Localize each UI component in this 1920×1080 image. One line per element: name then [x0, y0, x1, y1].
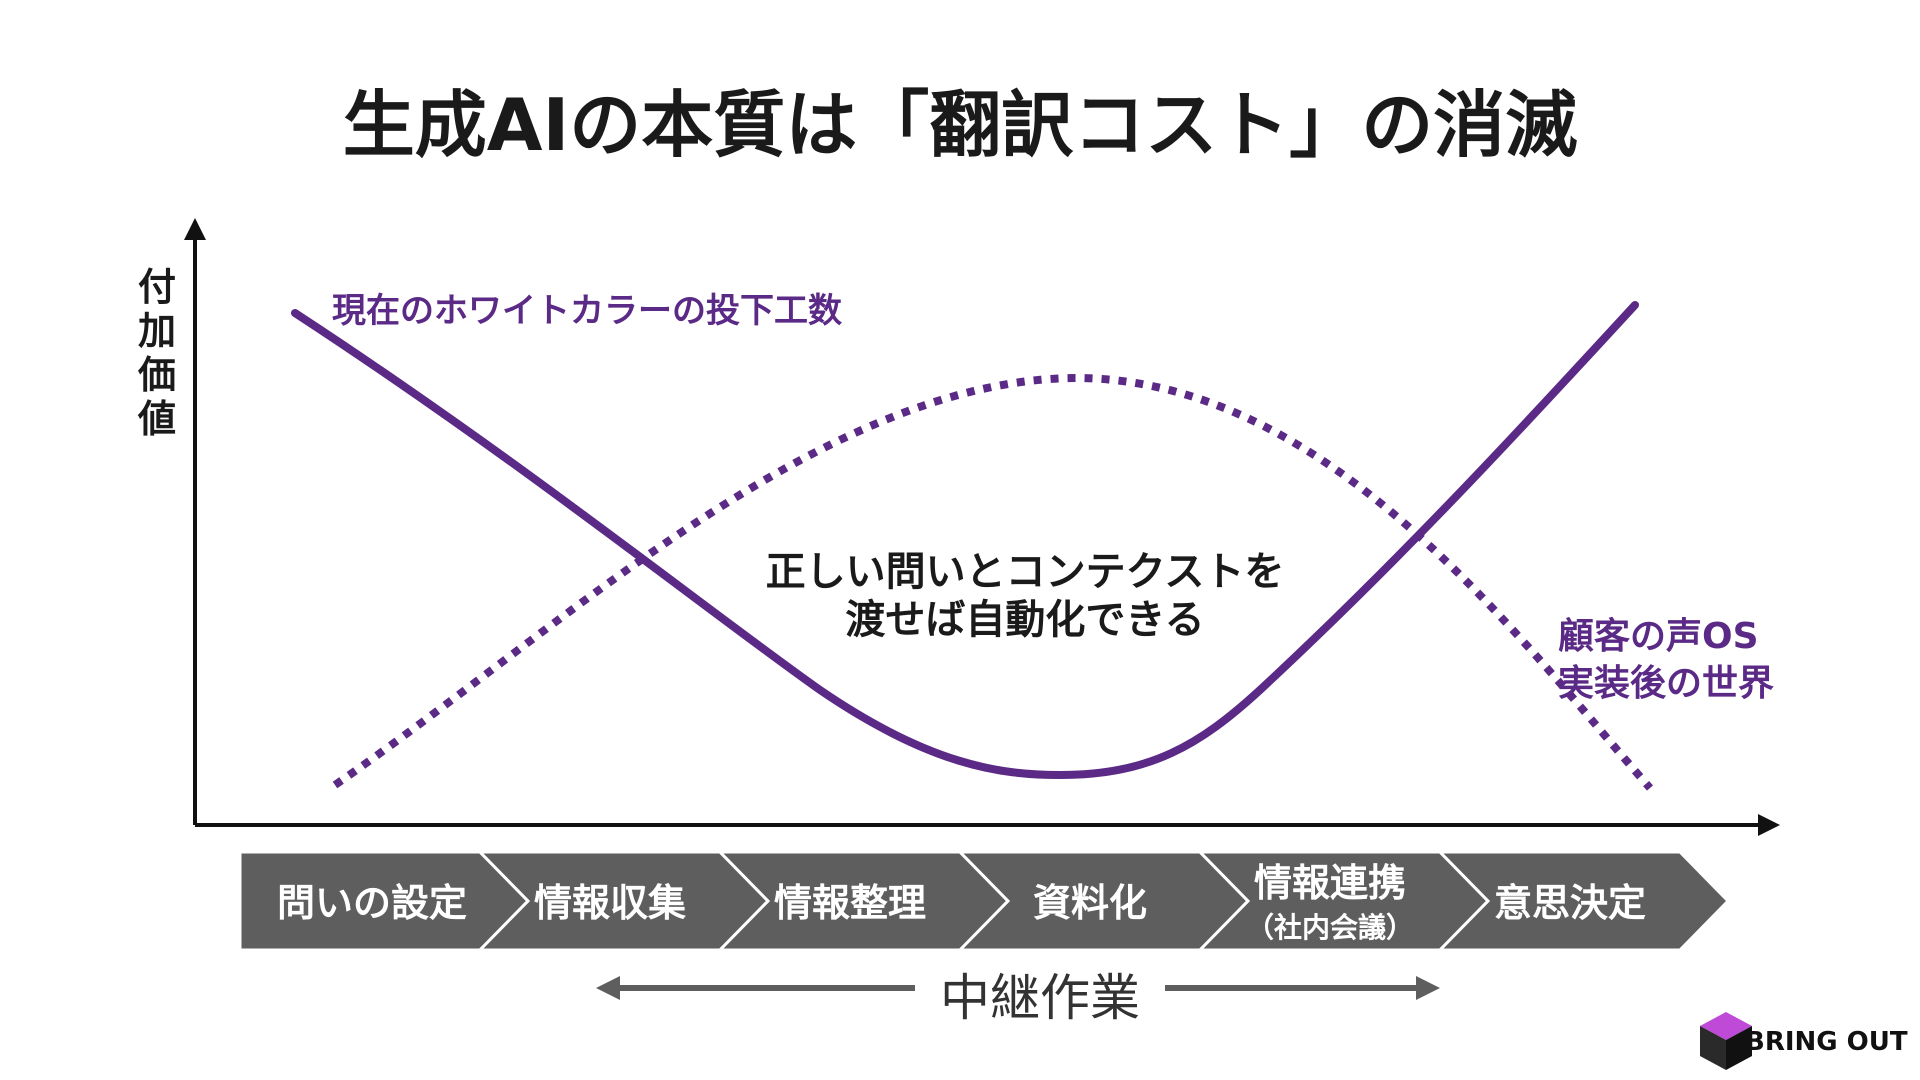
process-step-5-label: 情報連携: [1254, 861, 1406, 905]
y-axis-label-char: 加: [138, 309, 176, 353]
cube-logo-icon: [1700, 1012, 1752, 1070]
process-step-4-label: 資料化: [1033, 881, 1147, 925]
series-solid-curve: [291, 301, 1639, 780]
series-dotted-label-line2: 実装後の世界: [1558, 663, 1774, 704]
y-axis-label-char: 値: [137, 397, 176, 441]
relay-arrow-left-head: [596, 976, 620, 1000]
process-step-3-label: 情報整理: [774, 881, 926, 925]
series-dotted-curve: [332, 373, 1654, 791]
relay-arrow-right-head: [1416, 976, 1440, 1000]
process-steps: 問いの設定 情報収集 情報整理 資料化 情報連携 （社内会議） 意思決定: [238, 850, 1731, 952]
center-annotation-line1: 正しい問いとコンテクストを: [766, 549, 1285, 595]
slide-title: 生成AIの本質は「翻訳コスト」の消滅: [343, 83, 1578, 167]
process-step-6-label: 意思決定: [1494, 881, 1646, 925]
process-step-1-label: 問いの設定: [277, 881, 467, 925]
series-dotted-label-line1: 顧客の声OS: [1558, 616, 1759, 657]
y-axis-label-char: 価: [137, 353, 176, 397]
process-step-2-label: 情報収集: [534, 881, 686, 925]
center-annotation-line2: 渡せば自動化できる: [845, 597, 1204, 643]
y-axis-label-char: 付: [138, 265, 176, 309]
x-axis-arrowhead: [1758, 814, 1780, 836]
process-step-5-sublabel: （社内会議）: [1246, 911, 1414, 944]
series-solid-label: 現在のホワイトカラーの投下工数: [332, 291, 842, 331]
relay-label: 中継作業: [940, 969, 1140, 1027]
y-axis-label: 付 加 価 値: [137, 265, 176, 441]
y-axis-arrowhead: [184, 218, 206, 240]
process-step-6: [1436, 850, 1731, 952]
logo-text: BRING OUT: [1745, 1027, 1908, 1057]
